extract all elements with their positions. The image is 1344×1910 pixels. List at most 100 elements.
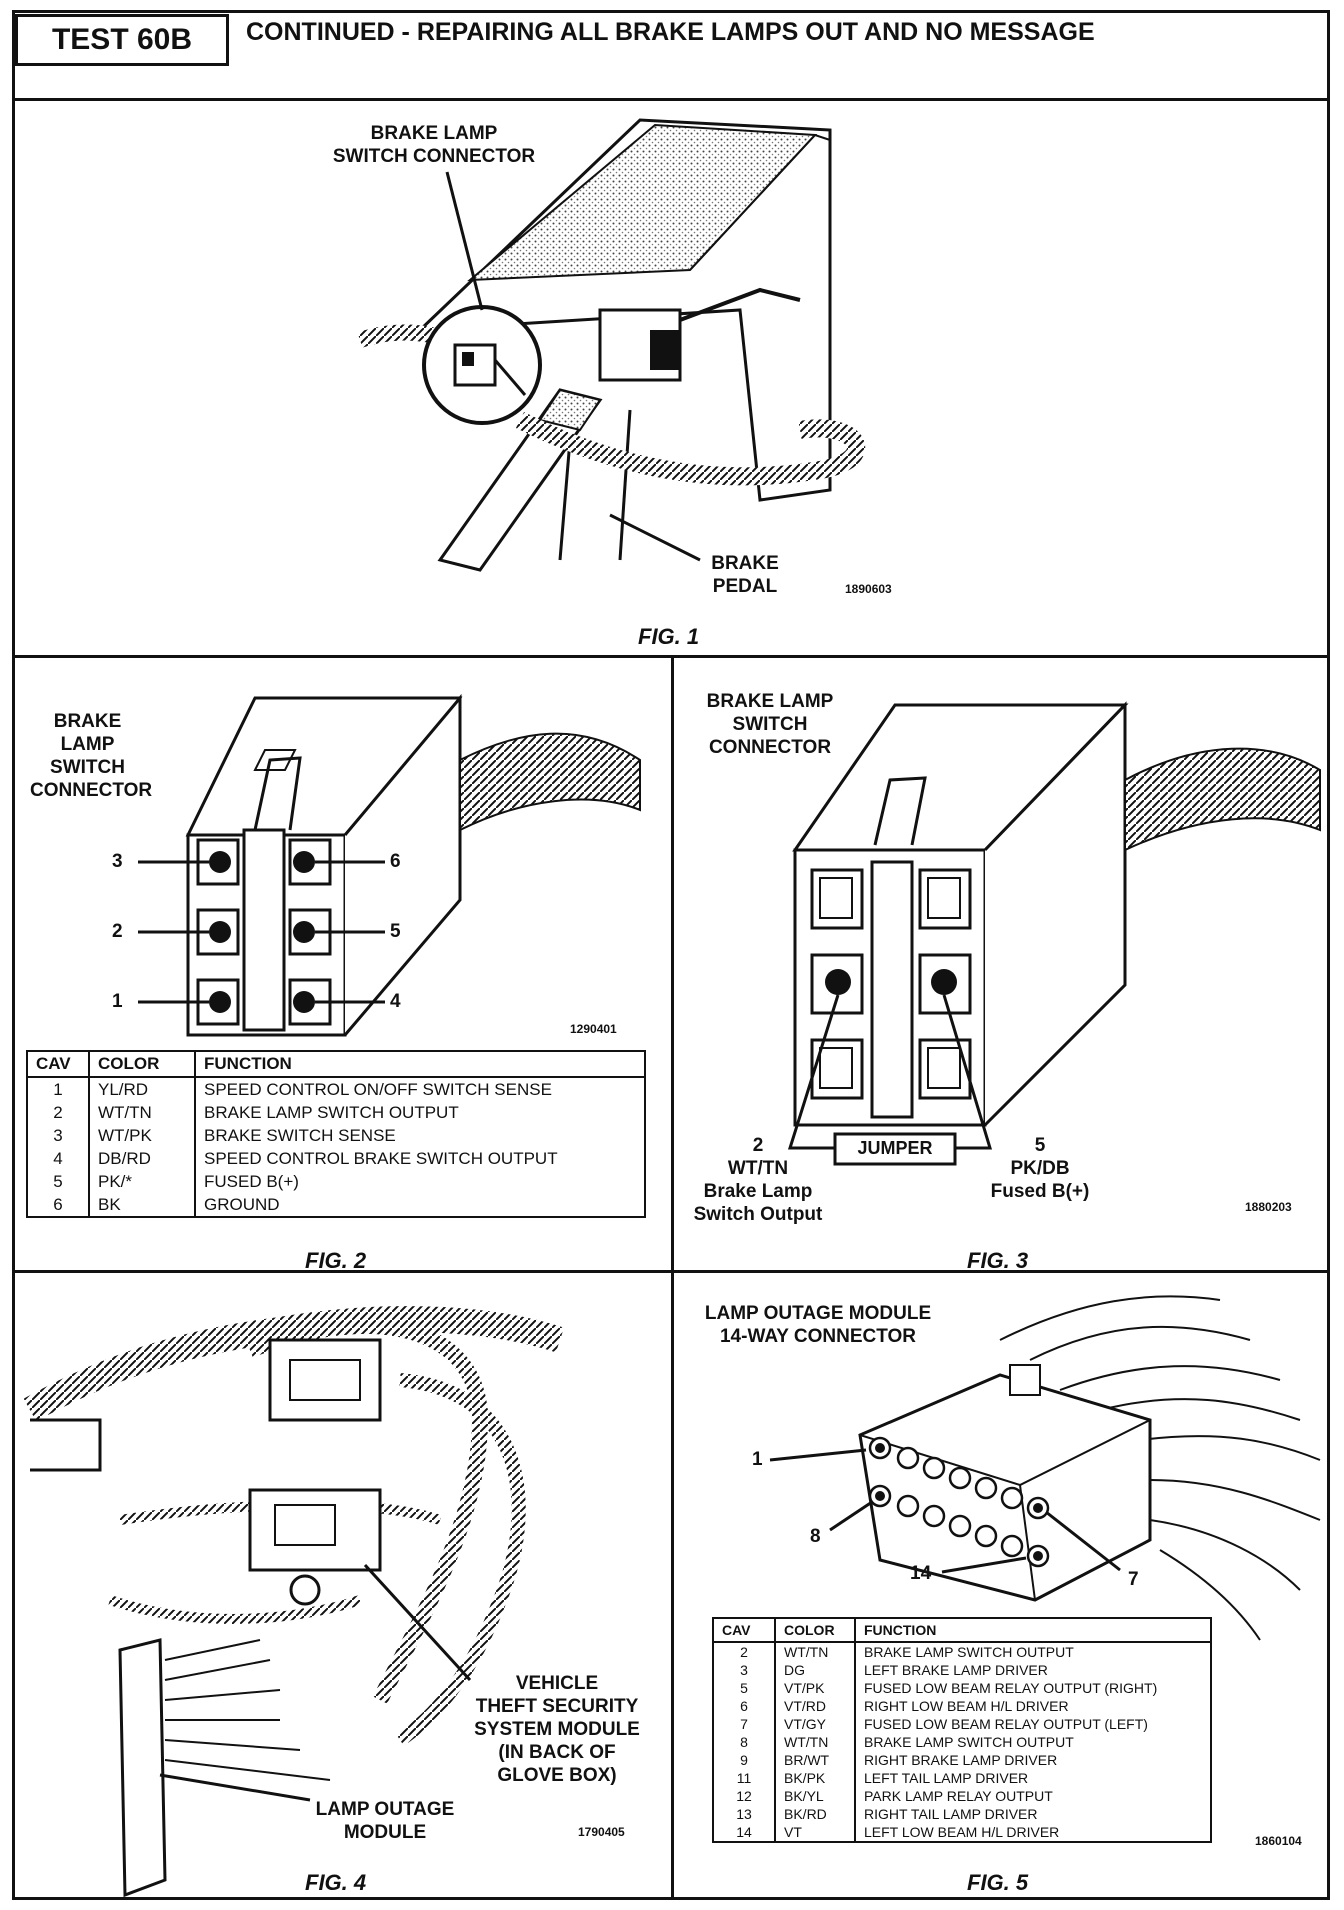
col-function: FUNCTION (195, 1051, 645, 1078)
function-cell: SPEED CONTROL BRAKE SWITCH OUTPUT (204, 1149, 558, 1168)
color-cell: WT/TN (775, 1733, 856, 1751)
col-cav: CAV (713, 1618, 776, 1643)
cav-cell: 7 (713, 1715, 776, 1733)
function-cell: RIGHT LOW BEAM H/L DRIVER (864, 1698, 1069, 1714)
fig5-pin-8: 8 (810, 1526, 821, 1547)
fig2-pin-5: 5 (390, 921, 401, 942)
cav-cell: 14 (713, 1823, 776, 1842)
function-cell: BRAKE LAMP SWITCH OUTPUT (204, 1103, 459, 1122)
color-cell: YL/RD (89, 1077, 196, 1101)
header-divider (12, 98, 1330, 101)
col-color: COLOR (89, 1051, 196, 1078)
cav-cell: 5 (713, 1679, 776, 1697)
cav-cell: 3 (713, 1661, 776, 1679)
color-cell: BK/PK (775, 1769, 856, 1787)
col-color: COLOR (775, 1618, 856, 1643)
fig2-pin-4: 4 (390, 991, 401, 1012)
fig3-jumper-label: JUMPER (857, 1138, 933, 1158)
fig2-ref-number: 1290401 (570, 1022, 617, 1036)
fig4-caption: FIG. 4 (305, 1870, 367, 1895)
color-cell: VT (775, 1823, 856, 1842)
function-cell: RIGHT TAIL LAMP DRIVER (864, 1806, 1038, 1822)
fig5-pin-7: 7 (1128, 1569, 1139, 1590)
fig3-caption: FIG. 3 (967, 1248, 1029, 1273)
column-divider (671, 655, 674, 1900)
function-cell: BRAKE LAMP SWITCH OUTPUT (864, 1734, 1074, 1750)
function-cell: GROUND (204, 1195, 280, 1214)
table-header-row: CAV COLOR FUNCTION (27, 1051, 645, 1078)
cav-cell: 12 (713, 1787, 776, 1805)
function-cell: RIGHT BRAKE LAMP DRIVER (864, 1752, 1058, 1768)
cav-cell: 2 (713, 1642, 776, 1661)
fig1-caption: FIG. 1 (638, 624, 700, 649)
fig5-connector-label: LAMP OUTAGE MODULE 14-WAY CONNECTOR (704, 1303, 932, 1347)
table-header-row: CAV COLOR FUNCTION (713, 1618, 1211, 1643)
fig5-pin-1: 1 (752, 1449, 763, 1470)
cav-cell: 4 (27, 1147, 90, 1170)
fig5-pin-14: 14 (910, 1563, 932, 1584)
color-cell: BK/RD (775, 1805, 856, 1823)
fig2-pin-6: 6 (390, 851, 401, 872)
fig2-pin-3: 3 (112, 851, 123, 872)
function-cell: BRAKE SWITCH SENSE (204, 1126, 396, 1145)
fig4-vtss-label: VEHICLE THEFT SECURITY SYSTEM MODULE (IN… (474, 1673, 640, 1786)
cav-cell: 3 (27, 1124, 90, 1147)
color-cell: WT/PK (89, 1124, 196, 1147)
col-function: FUNCTION (855, 1618, 1211, 1643)
function-cell: PARK LAMP RELAY OUTPUT (864, 1788, 1053, 1804)
cav-cell: 2 (27, 1101, 90, 1124)
color-cell: BK/YL (775, 1787, 856, 1805)
cav-cell: 1 (27, 1077, 90, 1101)
fig5-ref-number: 1860104 (1255, 1834, 1302, 1848)
fig2-pin-1: 1 (112, 991, 123, 1012)
cav-cell: 8 (713, 1733, 776, 1751)
function-cell: LEFT BRAKE LAMP DRIVER (864, 1662, 1048, 1678)
color-cell: DB/RD (89, 1147, 196, 1170)
fig3-ref-number: 1880203 (1245, 1200, 1292, 1214)
fig2-pin-2: 2 (112, 921, 123, 942)
cav-cell: 6 (27, 1193, 90, 1217)
color-cell: BK (89, 1193, 196, 1217)
function-cell: FUSED B(+) (204, 1172, 299, 1191)
fig1-ref-number: 1890603 (845, 582, 892, 596)
col-cav: CAV (27, 1051, 90, 1078)
test-id: TEST 60B (15, 14, 229, 66)
color-cell: WT/TN (89, 1101, 196, 1124)
function-cell: LEFT LOW BEAM H/L DRIVER (864, 1824, 1060, 1840)
fig4-ref-number: 1790405 (578, 1825, 625, 1839)
fig3-right-wire-label: 5 PK/DB Fused B(+) (990, 1135, 1090, 1202)
fig1-connector-label: BRAKE LAMP SWITCH CONNECTOR (332, 123, 536, 167)
color-cell: VT/GY (775, 1715, 856, 1733)
cav-cell: 6 (713, 1697, 776, 1715)
color-cell: WT/TN (775, 1642, 856, 1661)
cav-cell: 5 (27, 1170, 90, 1193)
cav-cell: 9 (713, 1751, 776, 1769)
function-cell: FUSED LOW BEAM RELAY OUTPUT (RIGHT) (864, 1680, 1158, 1696)
cav-cell: 11 (713, 1769, 776, 1787)
function-cell: LEFT TAIL LAMP DRIVER (864, 1770, 1029, 1786)
fig1-pedal-label: BRAKE PEDAL (711, 553, 779, 597)
color-cell: VT/PK (775, 1679, 856, 1697)
fig5-caption: FIG. 5 (967, 1870, 1029, 1895)
page-title: CONTINUED - REPAIRING ALL BRAKE LAMPS OU… (246, 18, 1095, 46)
color-cell: BR/WT (775, 1751, 856, 1769)
color-cell: PK/* (89, 1170, 196, 1193)
